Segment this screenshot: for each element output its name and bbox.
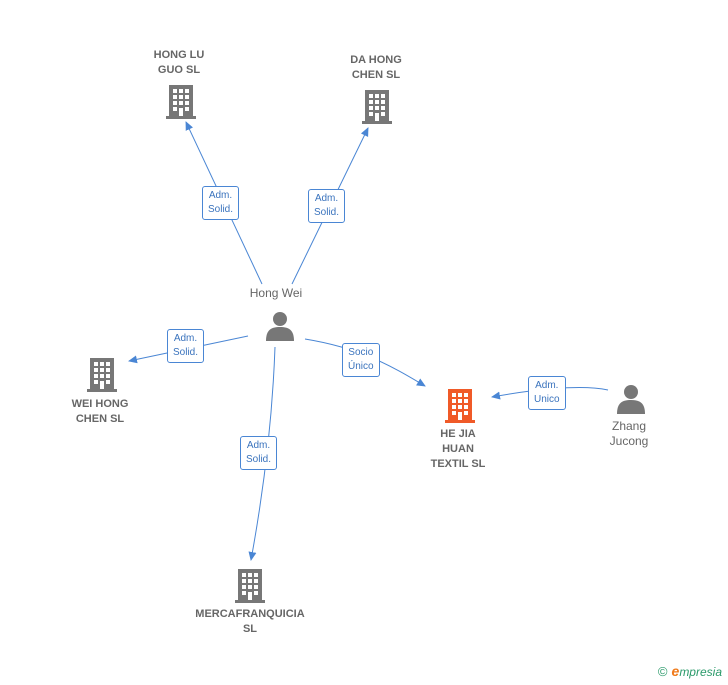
- brand-initial: e: [671, 663, 680, 679]
- edge-label-line: Solid.: [173, 347, 199, 358]
- label-line: TEXTIL SL: [430, 458, 486, 470]
- label-line: WEI HONG: [71, 398, 129, 410]
- label-line: Zhang: [611, 419, 647, 433]
- node-label-he-jia-huan-textil[interactable]: HE JIA HUAN TEXTIL SL: [418, 427, 498, 472]
- edge-label-adm-unico: Adm. Unico: [528, 376, 566, 410]
- edge-label-line: Adm.: [246, 440, 271, 451]
- node-label-hong-wei[interactable]: Hong Wei: [236, 286, 316, 301]
- label-line: Jucong: [609, 434, 649, 448]
- brand-name: mpresia: [679, 665, 722, 679]
- edge-label-line: Solid.: [314, 207, 340, 218]
- edge-label-line: Socio: [348, 347, 374, 358]
- node-label-hong-lu-guo[interactable]: HONG LU GUO SL: [140, 48, 218, 78]
- edge-label-socio-unico: Socio Único: [342, 343, 380, 377]
- node-label-da-hong-chen[interactable]: DA HONG CHEN SL: [336, 53, 416, 83]
- label-line: CHEN SL: [351, 69, 401, 81]
- building-icon: [445, 389, 475, 423]
- edge-label-line: Adm.: [314, 193, 339, 204]
- building-icon: [87, 358, 117, 392]
- person-icon: [617, 385, 645, 414]
- building-icon: [166, 85, 196, 119]
- node-label-wei-hong-chen[interactable]: WEI HONG CHEN SL: [60, 397, 140, 427]
- edge-label-line: Adm.: [535, 380, 559, 391]
- edge-label-adm-solid: Adm. Solid.: [202, 186, 240, 220]
- edge-label-line: Único: [348, 361, 374, 372]
- label-line: CHEN SL: [75, 413, 125, 425]
- edge-label-line: Adm.: [208, 190, 233, 201]
- edge-label-line: Solid.: [208, 204, 234, 215]
- label-line: SL: [242, 623, 258, 635]
- label-line: GUO SL: [157, 64, 201, 76]
- empresia-logo[interactable]: ©empresia: [658, 663, 722, 679]
- edge-label-adm-solid: Adm. Solid.: [167, 329, 205, 363]
- edge-label-line: Adm.: [173, 333, 198, 344]
- edge-label-adm-solid: Adm. Solid.: [240, 436, 278, 470]
- copyright-icon: ©: [657, 664, 668, 679]
- label-line: HE JIA: [440, 428, 476, 440]
- label-line: HONG LU: [153, 49, 205, 61]
- building-icon: [362, 90, 392, 124]
- edge-label-line: Solid.: [246, 454, 272, 465]
- label-line: DA HONG: [350, 54, 402, 66]
- person-icon: [266, 312, 294, 341]
- node-label-zhang-jucong[interactable]: Zhang Jucong: [594, 419, 664, 449]
- edge-label-adm-solid: Adm. Solid.: [308, 189, 346, 223]
- building-icon: [235, 569, 265, 603]
- node-label-mercafranquicia[interactable]: MERCAFRANQUICIA SL: [188, 607, 312, 637]
- edge-label-line: Unico: [534, 394, 560, 405]
- label-line: Hong Wei: [249, 286, 303, 300]
- label-line: MERCAFRANQUICIA: [195, 608, 305, 620]
- label-line: HUAN: [442, 443, 474, 455]
